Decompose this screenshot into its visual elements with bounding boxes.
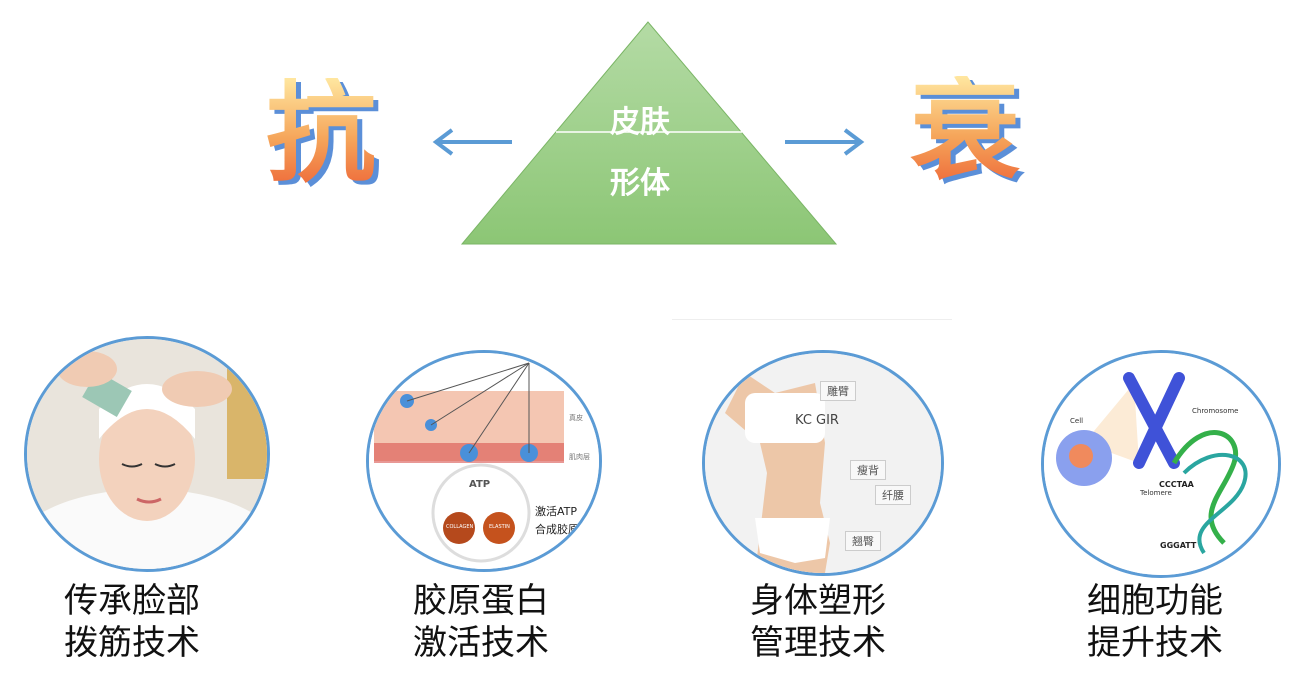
sequence-label: CCCTAA: [1159, 480, 1194, 489]
anti-char: 抗: [266, 69, 376, 197]
caption-line: 激活技术: [413, 623, 549, 663]
pyramid-top-label: 皮肤: [610, 105, 670, 140]
chromosome-label: Chromosome: [1192, 407, 1239, 415]
tag-waist: 纤腰: [875, 485, 911, 505]
tag-back: 瘦背: [850, 460, 886, 480]
pyramid-bottom-label: 形体: [610, 166, 670, 201]
shirt-text: KC GIR: [795, 413, 839, 428]
layer-label: 肌肉层: [569, 453, 590, 461]
telomere-label: Telomere: [1140, 489, 1172, 497]
caption-cell: 细胞功能提升技术: [1035, 580, 1275, 664]
cell-label: Cell: [1070, 417, 1084, 425]
tag-hip: 翘臀: [845, 531, 881, 551]
left-arrow-icon: [432, 128, 512, 156]
divider: [672, 319, 952, 320]
caption-line: 胶原蛋白: [413, 581, 549, 621]
atp-label: ATP: [469, 479, 491, 490]
caption-line: 管理技术: [750, 623, 886, 663]
caption-line: 提升技术: [1087, 623, 1223, 663]
caption-line: 细胞功能: [1087, 581, 1223, 621]
caption-line: 拨筋技术: [64, 623, 200, 663]
atp-caption: 激活ATP: [535, 505, 578, 518]
caption-line: 身体塑形: [750, 581, 886, 621]
cell-dna-image: Cell Chromosome Telomere CCCTAA GGGATT: [1041, 350, 1281, 578]
body-shaping-image: KC GIR 雕臂 瘦背 纤腰 翘臀: [702, 350, 944, 576]
caption-line: 传承脸部: [64, 581, 200, 621]
tag-arm: 雕臂: [820, 381, 856, 401]
caption-collagen: 胶原蛋白激活技术: [361, 580, 601, 664]
face-massage-image: [24, 336, 270, 572]
layer-label: 真皮: [569, 414, 583, 422]
collagen-caption: 合成胶原: [535, 523, 579, 536]
pyramid-graphic: [432, 21, 865, 245]
decline-char: 衰: [910, 67, 1020, 195]
collagen-label: COLLAGEN: [446, 524, 474, 530]
caption-face: 传承脸部拨筋技术: [12, 580, 252, 664]
collagen-image: ATP COLLAGEN ELASTIN 激活ATP 合成胶原 真皮 肌肉层: [366, 350, 602, 572]
elastin-label: ELASTIN: [489, 524, 510, 530]
sequence-label: GGGATT: [1160, 541, 1197, 550]
caption-body: 身体塑形管理技术: [698, 580, 938, 664]
pyramid-triangle: [460, 21, 838, 245]
right-arrow-icon: [785, 128, 865, 156]
